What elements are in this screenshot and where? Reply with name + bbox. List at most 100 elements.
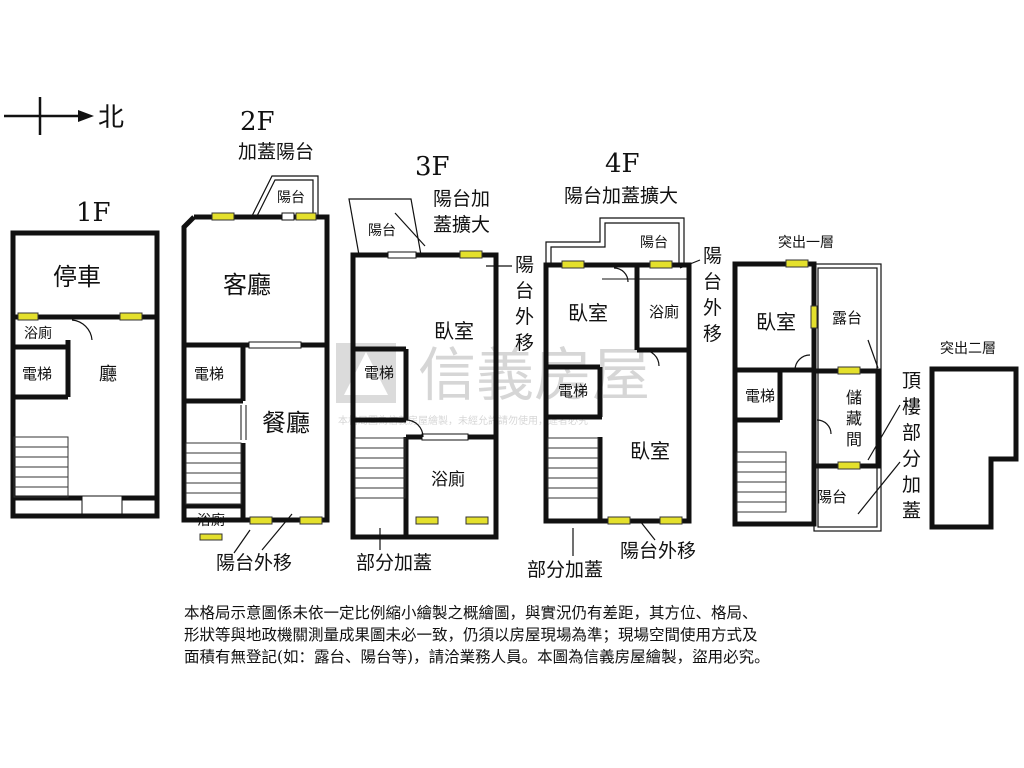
annotation-roof1-side-3: 部 <box>902 422 921 444</box>
floor-4f: 4F 陽台加蓋擴大 陽台 臥室 浴廁 電梯 臥室 陽 台 外 移 <box>527 149 722 581</box>
room-3f-elevator: 電梯 <box>364 364 394 382</box>
floor-roof1-title: 突出一層 <box>778 235 834 251</box>
compass: 北 <box>4 97 124 135</box>
room-parking: 停車 <box>53 263 101 291</box>
staircase <box>547 437 599 499</box>
staircase <box>13 436 69 498</box>
annotation-roof1-side-5: 加 <box>902 474 921 496</box>
room-hall: 廳 <box>99 364 117 385</box>
north-arrow-icon <box>78 110 94 122</box>
window <box>119 312 143 321</box>
annotation-roof1-side-6: 蓋 <box>902 500 921 522</box>
window <box>17 312 39 321</box>
window <box>299 516 323 525</box>
disclaimer-line: 形狀等與地政機關測量成果圖未必一致，仍須以房屋現場為準；現場空間使用方式及 <box>184 626 758 644</box>
window <box>837 461 861 470</box>
watermark-logo <box>336 343 396 403</box>
window <box>649 260 673 269</box>
room-4f-bath: 浴廁 <box>649 303 679 321</box>
room-elevator: 電梯 <box>22 365 52 383</box>
room-4f-bedroom-bottom: 臥室 <box>630 439 670 463</box>
watermark-brand: 信義房屋 <box>418 341 650 409</box>
window <box>465 516 489 525</box>
floor-2f-title: 2F <box>240 107 275 137</box>
floor-2f: 2F 加蓋陽台 陽台 客廳 電梯 餐廳 浴廁 陽台外移 <box>181 107 330 574</box>
annotation-4f-side-1: 陽 <box>703 245 722 267</box>
room-3f-bath: 浴廁 <box>431 469 465 490</box>
room-2f-bath: 浴廁 <box>197 512 225 529</box>
annotation-3f-bottom: 部分加蓋 <box>356 552 432 574</box>
door-icon <box>642 349 660 367</box>
room-2f-living: 客廳 <box>223 271 271 299</box>
floor-3f-title: 3F <box>415 152 450 182</box>
room-2f-dining: 餐廳 <box>262 409 310 437</box>
floor-roof2-title: 突出二層 <box>940 341 996 357</box>
annotation-4f-side-4: 移 <box>703 323 722 345</box>
room-roof1-terrace: 露台 <box>832 309 862 327</box>
annotation-3f-top-line1: 陽台加 <box>433 188 490 210</box>
annotation-4f-side-3: 外 <box>703 297 722 319</box>
room-3f-balcony: 陽台 <box>368 223 396 239</box>
room-roof1-storage-2: 藏 <box>846 409 862 428</box>
entrance-door <box>81 495 123 515</box>
annotation-roof1-side-4: 分 <box>902 448 921 470</box>
door-icon <box>71 319 93 341</box>
room-4f-balcony: 陽台 <box>640 235 668 251</box>
north-label: 北 <box>98 103 124 133</box>
annotation-2f-top: 加蓋陽台 <box>238 141 314 163</box>
staircase <box>185 442 242 505</box>
annotation-4f-side-2: 台 <box>703 271 722 293</box>
room-roof1-storage-1: 儲 <box>846 388 862 407</box>
room-roof1-balcony: 陽台 <box>817 488 847 506</box>
annotation-roof1-side-2: 樓 <box>902 396 921 418</box>
window <box>561 260 585 269</box>
annotation-3f-side-1: 陽 <box>515 254 534 276</box>
staircase <box>736 451 787 513</box>
floor-roof-1: 突出一層 臥室 露台 電梯 儲 藏 間 陽台 頂 樓 部 分 加 <box>732 235 921 532</box>
disclaimer-line: 本格局示意圖係未依一定比例縮小繪製之概繪圖，與實況仍有差距，其方位、格局、 <box>184 604 758 622</box>
disclaimer: 本格局示意圖係未依一定比例縮小繪製之概繪圖，與實況仍有差距，其方位、格局、 形狀… <box>184 602 884 668</box>
window <box>415 516 439 525</box>
floor-4f-title: 4F <box>605 149 640 179</box>
window <box>837 366 861 375</box>
room-roof1-elevator: 電梯 <box>745 387 775 405</box>
annotation-3f-side-3: 外 <box>515 306 534 328</box>
floor-1f: 1F 停車 浴廁 電梯 廳 <box>10 198 160 519</box>
room-4f-elevator: 電梯 <box>558 382 588 400</box>
watermark-notice: 本格局圖為信義房屋繪製，未經允許請勿使用，違者必究 <box>338 414 588 427</box>
annotation-3f-side-4: 移 <box>515 332 534 354</box>
window <box>295 212 317 221</box>
window <box>459 250 483 259</box>
room-roof1-bedroom: 臥室 <box>756 310 796 334</box>
door-icon <box>794 354 811 371</box>
room-3f-bedroom: 臥室 <box>434 319 474 343</box>
disclaimer-line: 面積有無登記(如：露台、陽台等)，請洽業務人員。本圖為信義房屋繪製，盜用必究。 <box>184 648 770 666</box>
room-2f-balcony: 陽台 <box>277 190 305 206</box>
floor-1f-title: 1F <box>76 198 111 228</box>
window <box>659 516 683 525</box>
staircase <box>354 437 406 499</box>
window <box>249 516 273 525</box>
window <box>211 212 235 221</box>
room-2f-elevator: 電梯 <box>194 365 224 383</box>
window <box>607 516 631 525</box>
floor-roof-2: 突出二層 <box>929 341 1019 530</box>
window <box>810 305 818 329</box>
room-bath: 浴廁 <box>24 325 52 342</box>
annotation-4f-bottom-right: 陽台外移 <box>620 540 696 562</box>
room-4f-bedroom-top: 臥室 <box>568 301 608 325</box>
watermark: 信義房屋 本格局圖為信義房屋繪製，未經允許請勿使用，違者必究 <box>336 341 650 427</box>
floor-3f: 3F 陽台加 蓋擴大 陽台 臥室 電梯 浴廁 陽 台 外 移 部分加蓋 <box>348 152 534 574</box>
door-icon <box>816 419 832 435</box>
window <box>199 533 223 541</box>
annotation-2f-bottom: 陽台外移 <box>216 552 292 574</box>
annotation-4f-bottom-left: 部分加蓋 <box>527 559 603 581</box>
annotation-3f-top-line2: 蓋擴大 <box>433 214 490 236</box>
door-icon <box>613 267 629 283</box>
window <box>785 259 809 268</box>
annotation-3f-side-2: 台 <box>515 280 534 302</box>
annotation-4f-top: 陽台加蓋擴大 <box>564 185 678 207</box>
annotation-roof1-side-1: 頂 <box>902 370 921 392</box>
door-icon <box>405 419 424 438</box>
